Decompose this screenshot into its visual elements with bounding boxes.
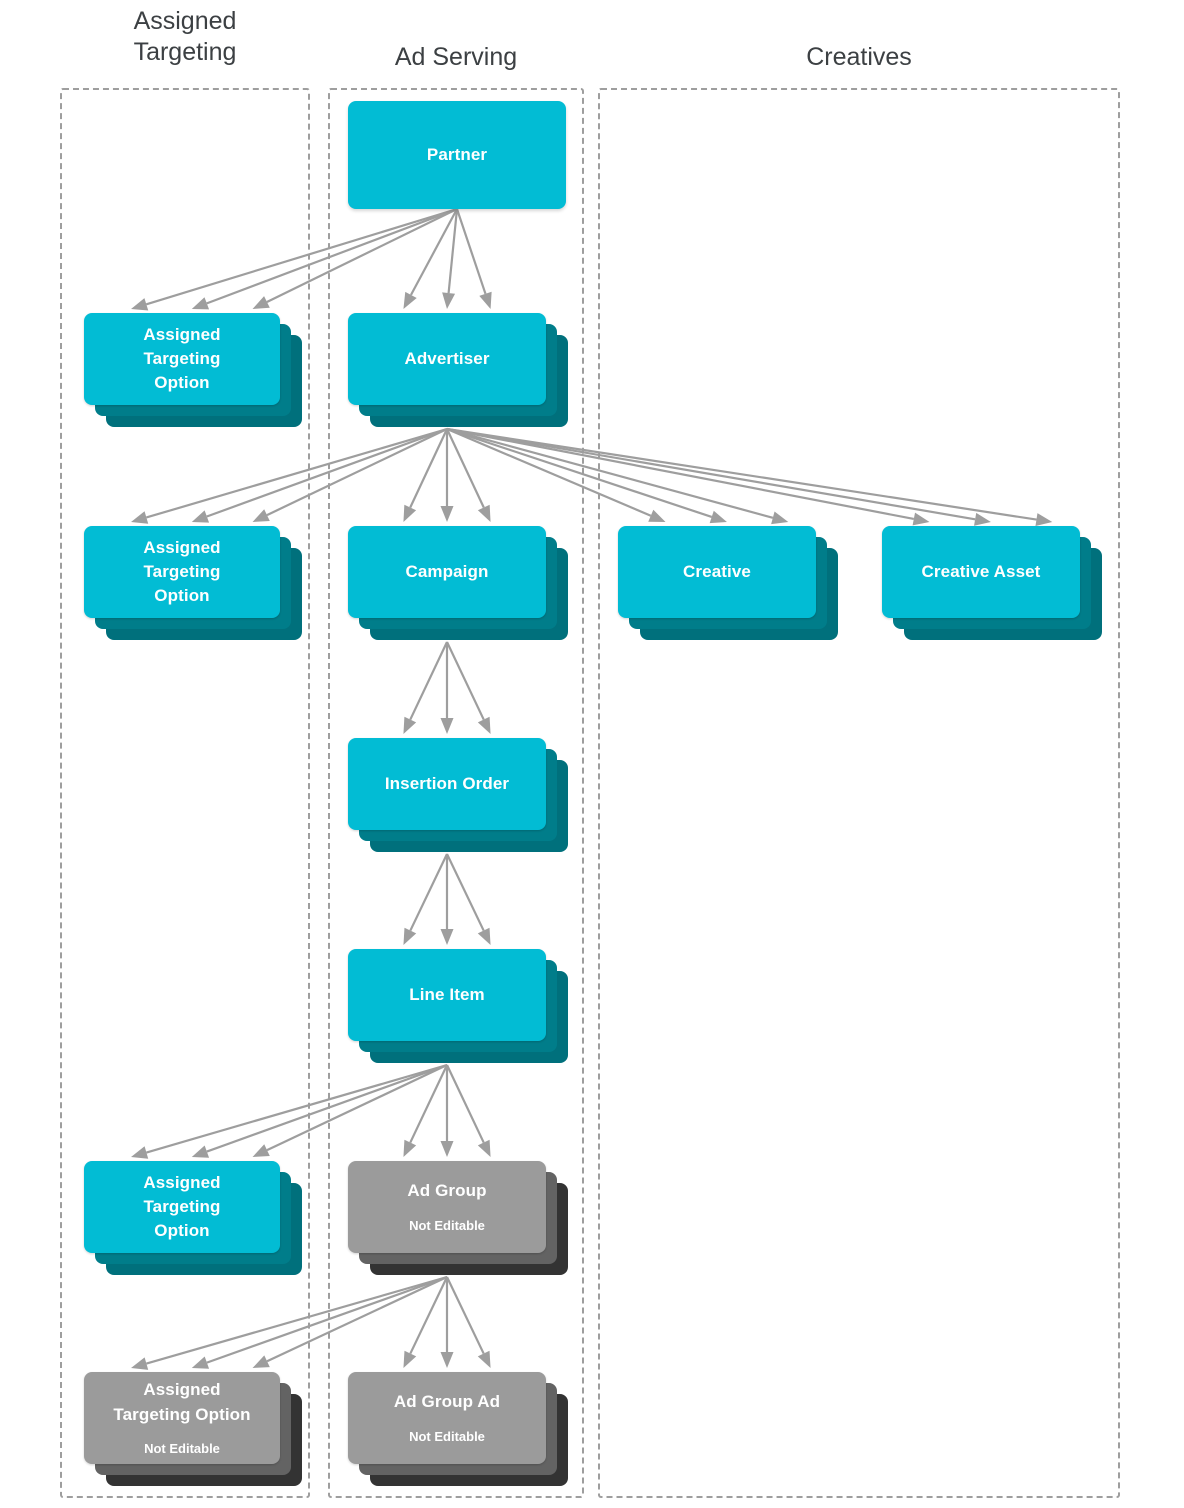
node-sublabel: Not Editable	[409, 1428, 485, 1444]
node-label: Assigned Targeting Option	[143, 1172, 221, 1241]
column-boundary-ad-serving	[328, 88, 584, 1498]
column-boundary-creatives	[598, 88, 1120, 1498]
node-card: Ad Group Ad Not Editable	[348, 1372, 546, 1464]
column-header-creatives: Creatives	[806, 43, 912, 71]
node-label: Creative	[683, 561, 751, 581]
node-card: Insertion Order	[348, 738, 546, 830]
node-card: Line Item	[348, 949, 546, 1041]
node-assigned-targeting-option-line-item: Assigned Targeting Option	[84, 1161, 304, 1277]
node-label: Ad Group Ad	[393, 1392, 501, 1412]
node-ad-group-ad: Ad Group Ad Not Editable	[348, 1372, 570, 1488]
node-line-item: Line Item	[348, 949, 570, 1065]
node-creative-asset: Creative Asset	[882, 526, 1104, 642]
node-label: Creative Asset	[921, 561, 1041, 581]
node-label: Assigned Targeting Option	[143, 324, 221, 393]
node-label: Advertiser	[404, 348, 490, 368]
node-label: Partner	[426, 144, 488, 164]
node-partner: Partner	[348, 101, 590, 233]
node-card: Assigned Targeting Option	[84, 1161, 280, 1253]
column-boundary-assigned-targeting	[60, 88, 310, 1498]
node-label: Campaign	[405, 561, 489, 581]
node-label: Assigned Targeting Option	[143, 537, 221, 606]
node-assigned-targeting-option-partner: Assigned Targeting Option	[84, 313, 304, 429]
node-label: Assigned Targeting Option	[113, 1380, 251, 1424]
node-assigned-targeting-option-advertiser: Assigned Targeting Option	[84, 526, 304, 642]
node-label: Insertion Order	[384, 773, 510, 793]
node-label: Line Item	[409, 984, 485, 1004]
node-sublabel: Not Editable	[144, 1440, 220, 1456]
node-insertion-order: Insertion Order	[348, 738, 570, 854]
node-card: Assigned Targeting Option	[84, 313, 280, 405]
node-advertiser: Advertiser	[348, 313, 570, 429]
node-card: Creative	[618, 526, 816, 618]
node-label: Ad Group	[407, 1181, 487, 1201]
node-sublabel: Not Editable	[409, 1217, 485, 1233]
node-card: Advertiser	[348, 313, 546, 405]
column-header-assigned-targeting: Assigned Targeting	[133, 7, 237, 66]
node-card: Assigned Targeting Option	[84, 526, 280, 618]
node-campaign: Campaign	[348, 526, 570, 642]
node-card: Partner	[348, 101, 566, 209]
column-header-ad-serving: Ad Serving	[394, 43, 518, 71]
node-card: Creative Asset	[882, 526, 1080, 618]
node-creative: Creative	[618, 526, 840, 642]
node-card: Campaign	[348, 526, 546, 618]
